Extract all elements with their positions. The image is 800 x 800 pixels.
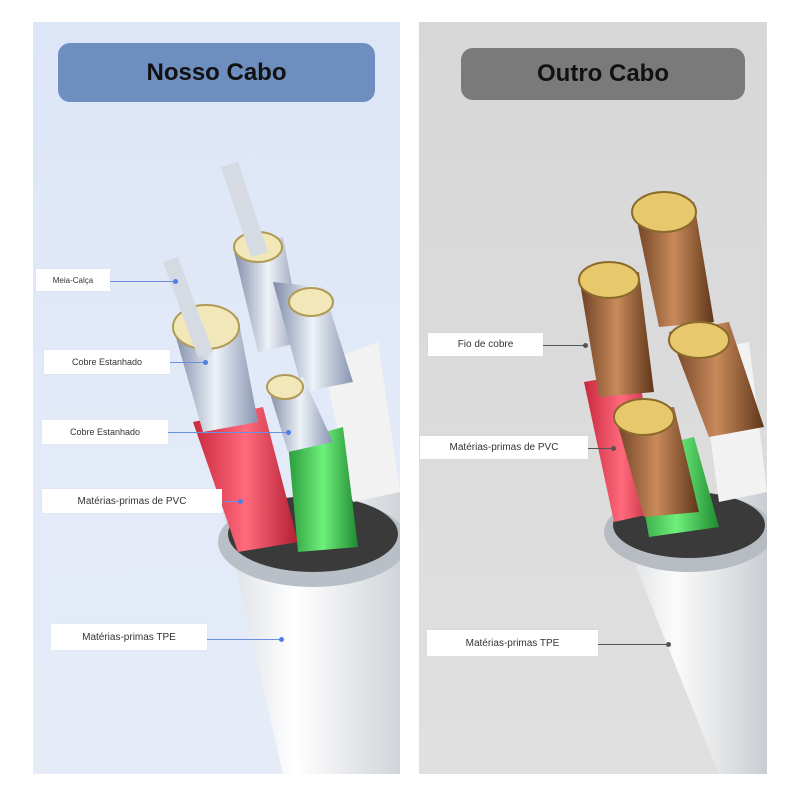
- copper-strand-1: [579, 272, 654, 397]
- pvc-leader: [222, 501, 240, 502]
- tinned-copper-label-2: Cobre Estanhado: [42, 420, 168, 444]
- tpe-leader: [598, 644, 668, 645]
- copper-label: Fio de cobre: [428, 333, 543, 356]
- copper-strand-2: [634, 202, 714, 327]
- pvc-dot: [238, 499, 243, 504]
- pvc-leader: [588, 448, 613, 449]
- tpe-label: Matérias-primas TPE: [51, 624, 207, 650]
- pvc-label: Matérias-primas de PVC: [42, 489, 222, 513]
- green-wire: [288, 427, 358, 552]
- pvc-dot: [611, 446, 616, 451]
- our-cable-panel: Nosso Cabo: [33, 22, 400, 774]
- tinned-copper-dot-1: [203, 360, 208, 365]
- our-cable-title: Nosso Cabo: [58, 43, 375, 102]
- tpe-label: Matérias-primas TPE: [427, 630, 598, 656]
- other-cable-panel: Outro Cabo: [419, 22, 767, 774]
- tpe-dot: [666, 642, 671, 647]
- copper-dot: [583, 343, 588, 348]
- other-cable-title: Outro Cabo: [461, 48, 745, 100]
- shield-label: Meia-Calça: [36, 269, 110, 291]
- tpe-dot: [279, 637, 284, 642]
- copper-leader: [543, 345, 585, 346]
- tinned-copper-label-1: Cobre Estanhado: [44, 350, 170, 374]
- pvc-label: Matérias-primas de PVC: [420, 436, 588, 459]
- tinned-copper-leader-2: [168, 432, 288, 433]
- shield-dot: [173, 279, 178, 284]
- tinned-copper-dot-2: [286, 430, 291, 435]
- our-cable-illustration: [163, 162, 400, 774]
- tpe-leader: [207, 639, 281, 640]
- red-wire: [193, 407, 298, 552]
- other-cable-illustration: [578, 191, 767, 774]
- shield-leader: [110, 281, 175, 282]
- tinned-copper-leader-1: [170, 362, 205, 363]
- shield-braid-2: [221, 162, 268, 257]
